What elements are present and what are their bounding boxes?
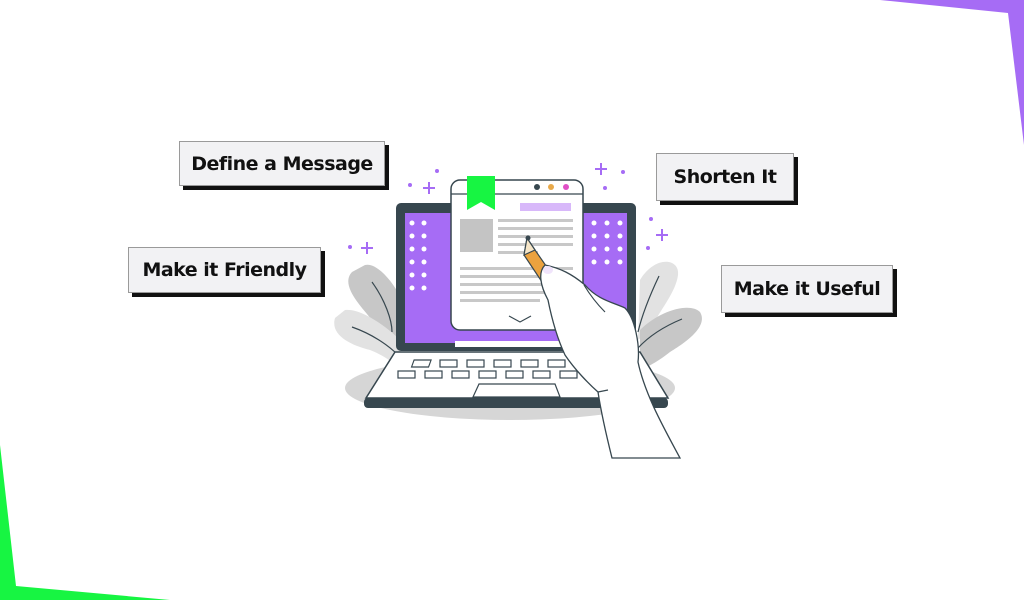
label-make-it-friendly: Make it Friendly xyxy=(128,247,321,293)
screen-dots-left xyxy=(409,220,427,291)
hand-icon xyxy=(540,264,682,459)
label-define-a-message: Define a Message xyxy=(179,141,385,186)
window-dot-dark xyxy=(534,184,540,190)
label-define-text: Define a Message xyxy=(191,152,373,175)
left-plant-icon xyxy=(334,264,402,370)
window-dot-pink xyxy=(563,184,569,190)
label-useful-text: Make it Useful xyxy=(733,278,881,300)
label-friendly-text: Make it Friendly xyxy=(142,259,307,281)
window-dot-orange xyxy=(548,184,554,190)
bookmark-icon xyxy=(467,176,495,210)
chevron-down-icon xyxy=(508,315,532,323)
sparkles-icon xyxy=(348,163,668,254)
label-shorten-it: Shorten It xyxy=(656,153,794,201)
label-make-it-useful: Make it Useful xyxy=(721,265,893,313)
label-shorten-text: Shorten It xyxy=(673,166,777,188)
right-plant-icon xyxy=(637,261,702,370)
screen-dots-right xyxy=(591,220,623,265)
